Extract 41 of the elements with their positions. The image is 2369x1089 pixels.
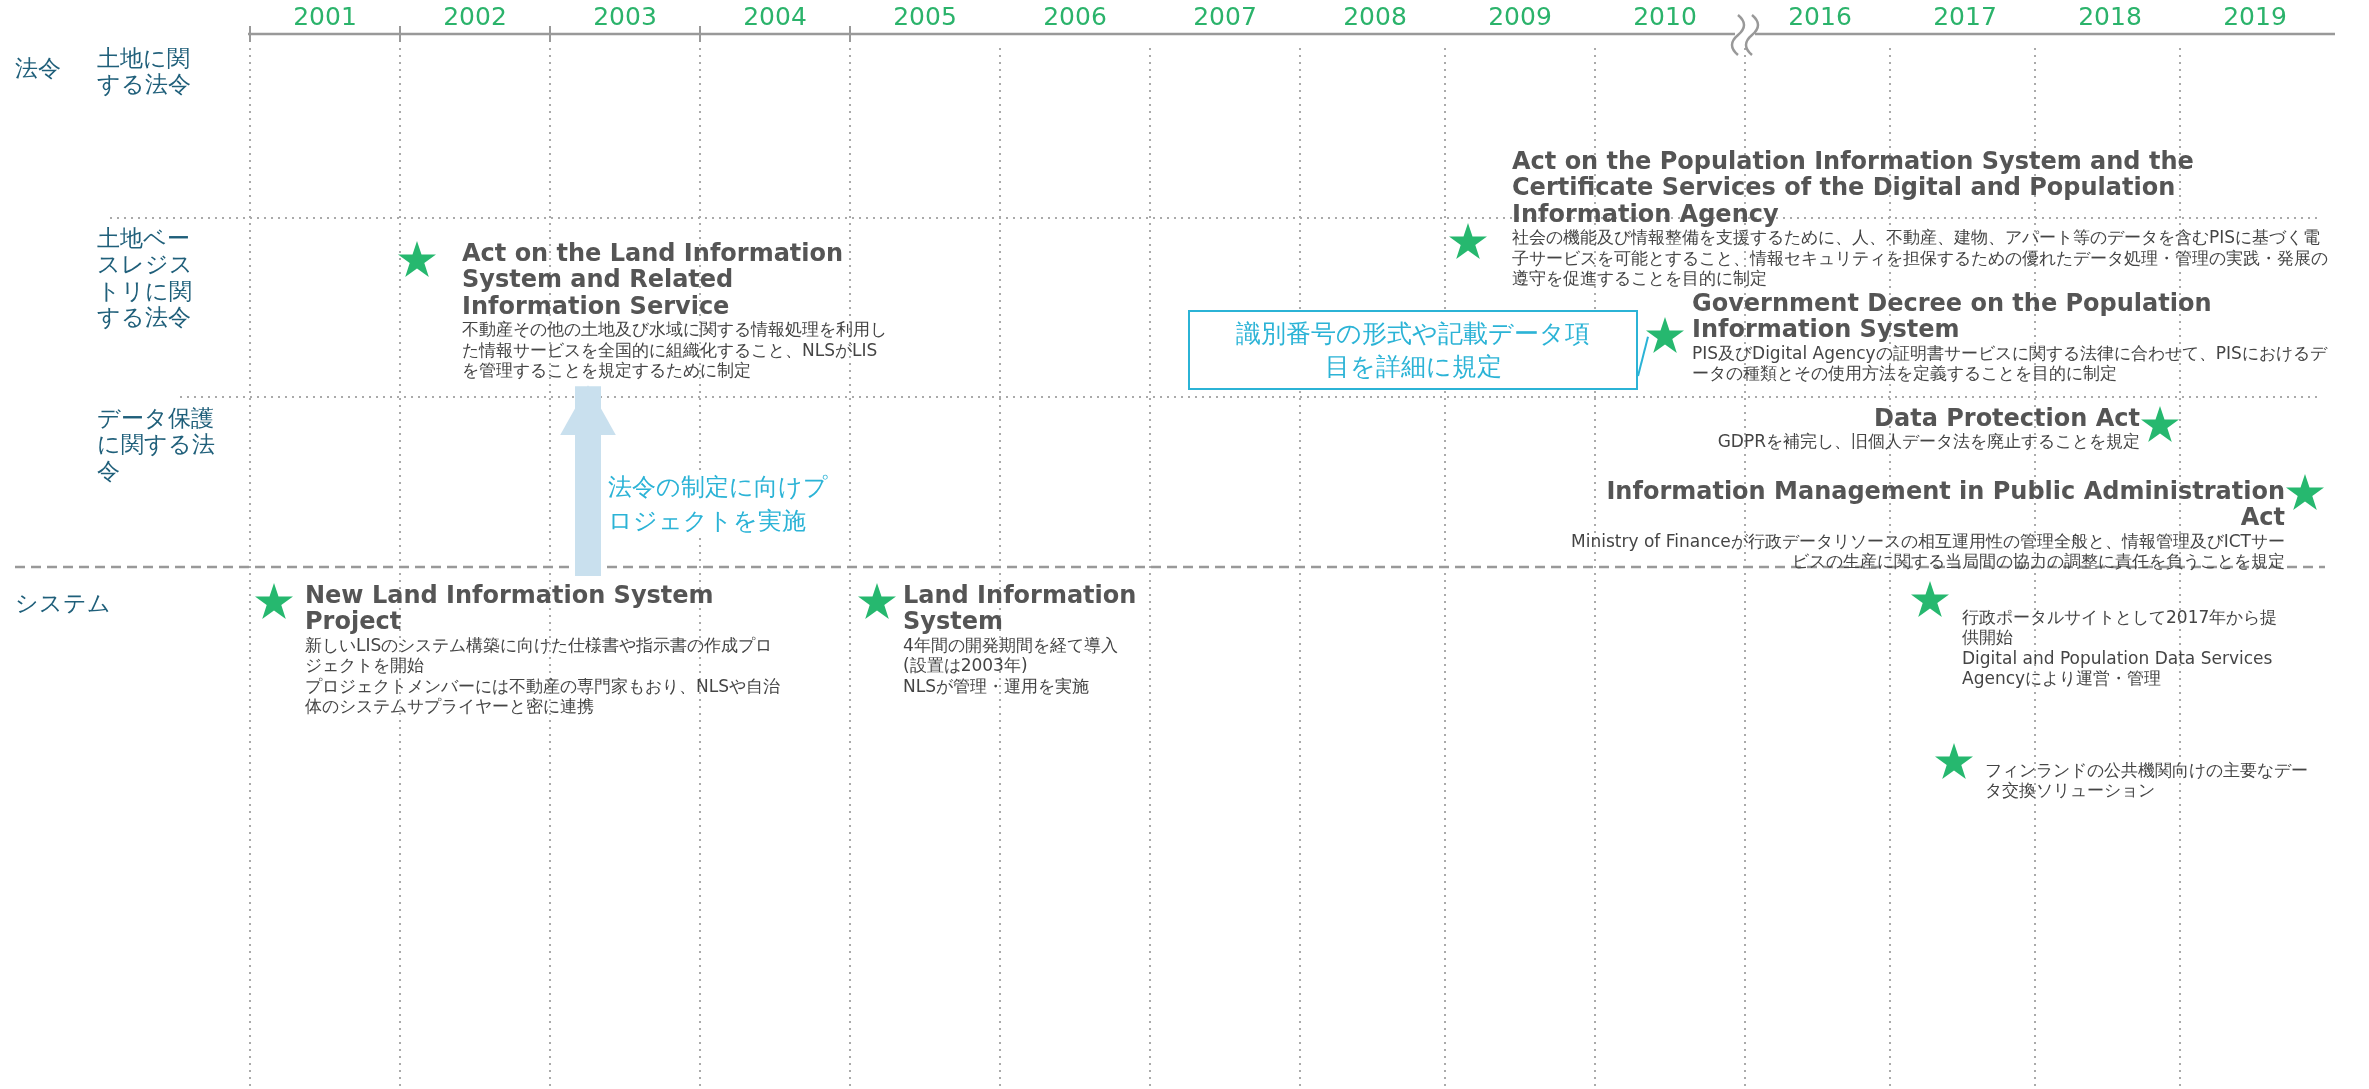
- event-description: フィンランドの公共機関向けの主要なデータ交換ソリューション: [1985, 760, 2309, 801]
- year-label: 2002: [442, 2, 508, 31]
- event-description: (設置は2003年): [903, 655, 1029, 676]
- year-label: 2007: [1192, 2, 1258, 31]
- year-label: 2016: [1787, 2, 1853, 31]
- year-label: 2009: [1487, 2, 1553, 31]
- row-header: データ保護に関する法令: [97, 405, 216, 485]
- event-description: Digital and Population Data Services Agencyにより運営・管理: [1962, 647, 2274, 689]
- event-title: Data Protection Act: [1873, 405, 2140, 432]
- row-header: システム: [15, 590, 112, 617]
- event-title: Land Information System: [903, 582, 1138, 635]
- row-header: 法令: [15, 55, 62, 82]
- event-title: Government Decree on the Population Information System: [1692, 290, 2213, 343]
- event-title: Information Management in Public Administration Act: [1605, 478, 2285, 531]
- event-description: プロジェクトメンバーには不動産の専門家もおり、NLSや自治体のシステムサプライヤーと密に連携: [305, 675, 781, 717]
- event-description: NLSが管理・運用を実施: [903, 675, 1090, 696]
- event-title: Act on the Population Information System and the Certificate Services of the Digital and Population Information Agency: [1512, 148, 2195, 228]
- row-header: 土地ベースレジストリに関する法令: [97, 225, 194, 331]
- event-description: PIS及びDigital Agencyの証明書サービスに関する法律に合わせて、PISにおけるデータの種類とその使用方法を定義することを目的に制定: [1692, 342, 2329, 384]
- event-description: GDPRを補完し、旧個人データ法を廃止することを規定: [1716, 431, 2140, 452]
- year-label: 2005: [892, 2, 958, 31]
- event-title: Act on the Land Information System and Related Information Service: [462, 240, 845, 320]
- event-description: 不動産その他の土地及び水域に関する情報処理を利用した情報サービスを全国的に組織化すること、NLSがLISを管理することを規定するために制定: [462, 319, 888, 381]
- row-header: 土地に関する法令: [97, 45, 192, 98]
- year-label: 2018: [2077, 2, 2143, 31]
- year-label: 2008: [1342, 2, 1408, 31]
- event-description: 行政ポータルサイトとして2017年から提供開始: [1962, 607, 2279, 648]
- block-arrow: [560, 385, 616, 576]
- year-label: 2006: [1042, 2, 1108, 31]
- event-description: 新しいLISのシステム構築に向けた仕様書や指示書の作成プロジェクトを開始: [305, 634, 774, 676]
- event-title: New Land Information System Project: [305, 582, 715, 635]
- year-label: 2001: [292, 2, 358, 31]
- event-description: 4年間の開発期間を経て導入: [903, 634, 1119, 656]
- year-label: 2017: [1932, 2, 1998, 31]
- year-label: 2019: [2222, 2, 2288, 31]
- event-description: Ministry of Financeが行政データリソースの相互運用性の管理全般と、情報管理及びICTサービスの生産に関する当局間の協力の調整に責任を負うことを規定: [1570, 530, 2285, 572]
- year-label: 2003: [592, 2, 658, 31]
- callout-bubble: 識別番号の形式や記載データ項目を詳細に規定: [1188, 310, 1638, 390]
- event-description: 社会の機能及び情報整備を支援するために、人、不動産、建物、アパート等のデータを含むPISに基づく電子サービスを可能とすること、情報セキュリティを担保するための優れたデータ処理・管理の実践・発展の遵守を促進することを目的に制定: [1512, 227, 2329, 289]
- year-label: 2004: [742, 2, 808, 31]
- year-label: 2010: [1632, 2, 1698, 31]
